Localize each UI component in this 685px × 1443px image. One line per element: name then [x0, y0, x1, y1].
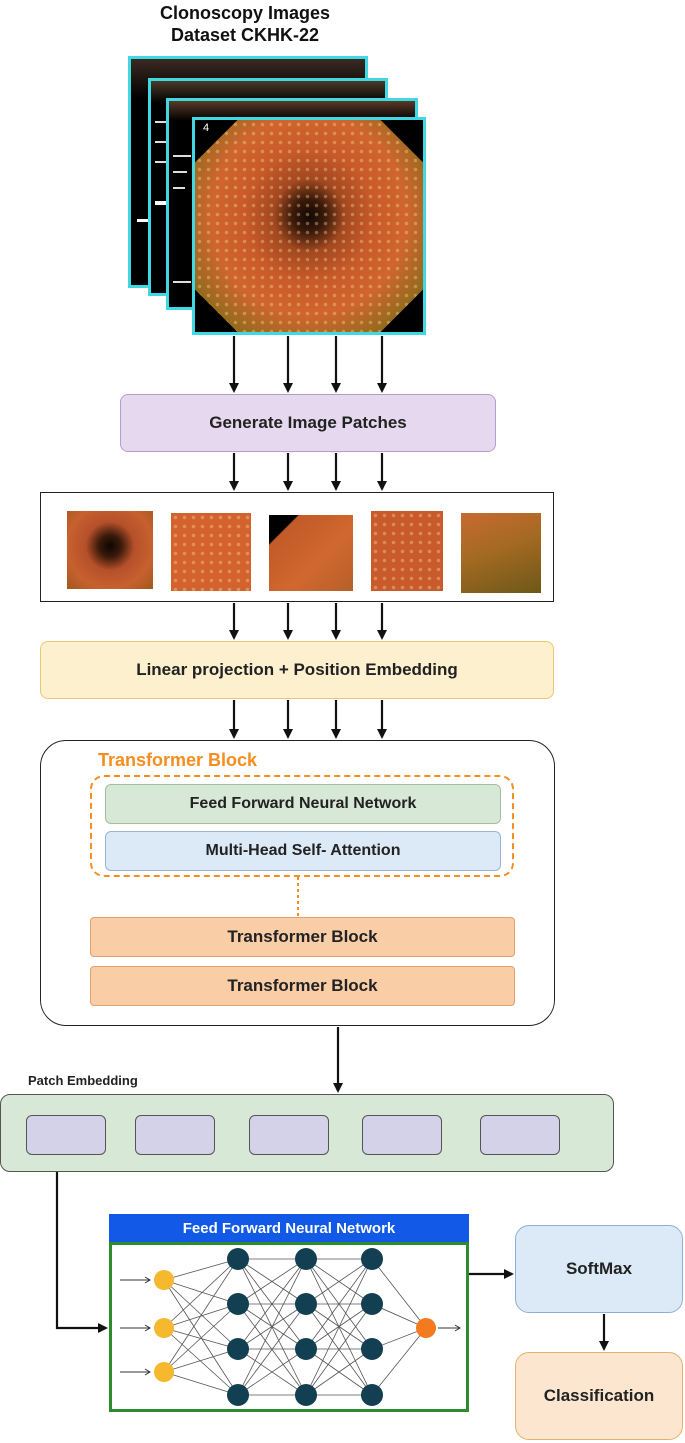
nn-hidden-node [295, 1248, 317, 1270]
nn-hidden-node [227, 1384, 249, 1406]
dataset-title-line-2: Dataset CKHK-22 [170, 25, 320, 45]
transformer-block-label: Transformer Block [98, 750, 258, 770]
nn-edge [163, 1371, 239, 1396]
nn-edge [305, 1303, 373, 1396]
arrow-embed-to-ffnn [55, 1172, 108, 1333]
generate-patches-label: Generate Image Patches [209, 413, 407, 432]
patch-embedding-bar [0, 1094, 614, 1172]
nn-edge [163, 1279, 239, 1350]
ffn-box: Feed Forward Neural Network [105, 784, 501, 824]
transformer-block-3: Transformer Block [90, 966, 515, 1006]
nn-edge [305, 1258, 373, 1350]
nn-input-node [154, 1362, 174, 1382]
embedding-token-1 [26, 1115, 106, 1155]
linear-projection-box: Linear projection + Position Embedding [40, 641, 554, 699]
neural-network-diagram [120, 1248, 461, 1406]
embedding-token-5 [480, 1115, 560, 1155]
nn-edge [237, 1258, 307, 1396]
nn-hidden-node [361, 1338, 383, 1360]
mhsa-box: Multi-Head Self- Attention [105, 831, 501, 871]
nn-edge [305, 1258, 373, 1305]
nn-input-arrowhead [144, 1276, 151, 1284]
nn-edge [163, 1279, 239, 1305]
nn-edge [163, 1327, 239, 1396]
nn-input-arrowhead [144, 1368, 151, 1376]
nn-hidden-node [361, 1293, 383, 1315]
nn-edge [163, 1258, 239, 1329]
nn-hidden-node [295, 1338, 317, 1360]
nn-hidden-node [361, 1248, 383, 1270]
embedding-token-4 [362, 1115, 442, 1155]
mhsa-label: Multi-Head Self- Attention [205, 842, 401, 859]
patch-embedding-label: Patch Embedding [28, 1073, 138, 1088]
nn-edge [163, 1258, 239, 1373]
nn-edge [163, 1348, 239, 1373]
image-patch-1 [67, 511, 153, 589]
nn-input-node [154, 1318, 174, 1338]
transformer-block-2-label: Transformer Block [227, 927, 378, 946]
generate-patches-box: Generate Image Patches [120, 394, 496, 452]
transformer-block-3-label: Transformer Block [227, 976, 378, 995]
transformer-block-dashed-group [90, 775, 514, 877]
dataset-title-line-1: Clonoscopy Images [159, 3, 331, 23]
nn-edges [163, 1258, 427, 1396]
frame-number: 4 [203, 122, 210, 134]
linear-projection-label: Linear projection + Position Embedding [136, 660, 458, 679]
nn-edge [163, 1258, 239, 1281]
image-patch-5 [461, 513, 541, 593]
nn-edge [237, 1348, 307, 1396]
softmax-label: SoftMax [565, 1259, 633, 1278]
classification-label: Classification [543, 1386, 655, 1405]
nn-hidden-node [361, 1384, 383, 1406]
nn-edge [237, 1258, 307, 1350]
nn-input-node [154, 1270, 174, 1290]
nn-output-node [416, 1318, 436, 1338]
transformer-block-2: Transformer Block [90, 917, 515, 957]
nn-edge [163, 1303, 239, 1373]
nn-edge [305, 1348, 373, 1396]
nn-edge [237, 1303, 307, 1396]
nn-edge [237, 1258, 307, 1305]
nn-hidden-node [227, 1293, 249, 1315]
ffnn-panel-title: Feed Forward Neural Network [182, 1219, 396, 1237]
dataset-title: Clonoscopy Images Dataset CKHK-22 [120, 2, 370, 46]
ffnn-panel-header: Feed Forward Neural Network [109, 1214, 469, 1242]
ffn-label: Feed Forward Neural Network [189, 795, 417, 812]
nn-edge [371, 1327, 427, 1396]
nn-output-arrowhead [454, 1324, 461, 1332]
nn-nodes [154, 1248, 436, 1406]
softmax-box: SoftMax [515, 1225, 683, 1313]
nn-input-arrows [120, 1276, 461, 1376]
classification-box: Classification [515, 1352, 683, 1440]
nn-hidden-node [295, 1293, 317, 1315]
ffnn-panel [109, 1242, 469, 1412]
embedding-token-2 [135, 1115, 215, 1155]
nn-hidden-node [227, 1338, 249, 1360]
nn-hidden-node [227, 1248, 249, 1270]
image-patches-container [40, 492, 554, 602]
image-patch-3 [269, 515, 353, 591]
nn-input-arrowhead [144, 1324, 151, 1332]
nn-edge [371, 1258, 427, 1329]
embedding-token-3 [249, 1115, 329, 1155]
colonoscopy-frame-4: 4 [192, 117, 426, 335]
nn-hidden-node [295, 1384, 317, 1406]
image-patch-4 [371, 511, 443, 591]
image-patch-2 [171, 513, 251, 591]
nn-edge [305, 1258, 373, 1396]
